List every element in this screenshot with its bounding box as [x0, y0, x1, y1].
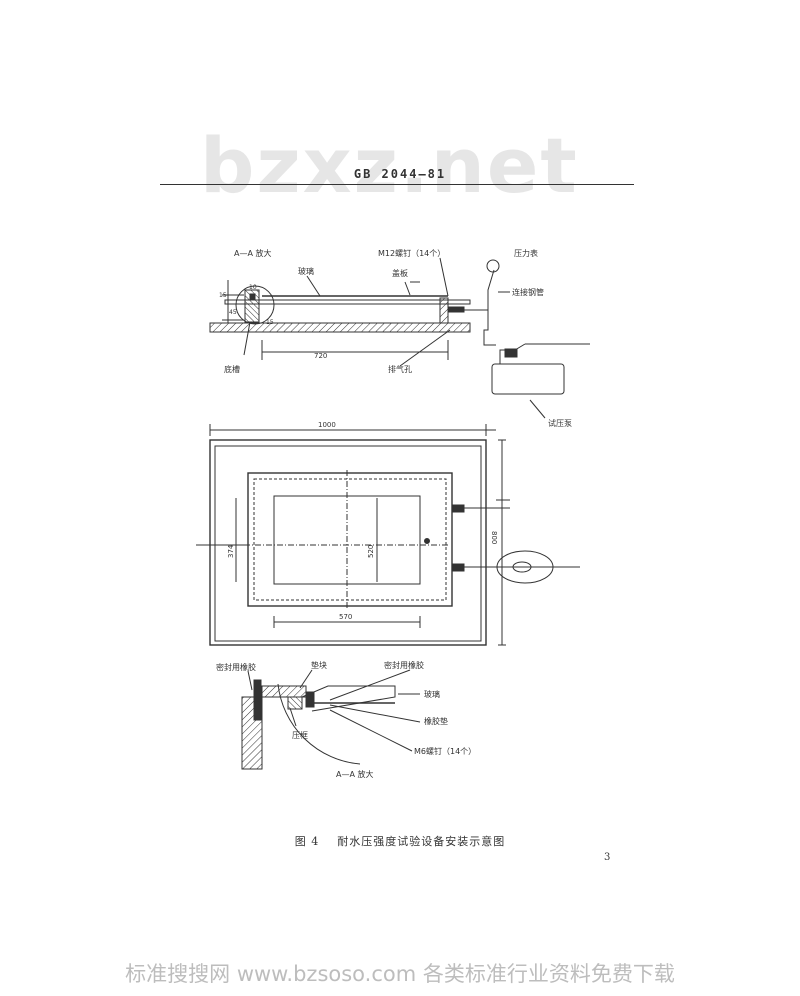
label-glass: 玻璃 — [298, 266, 314, 276]
plan-view — [196, 424, 580, 646]
label-bolt-bottom: M6螺钉（14个） — [414, 746, 476, 756]
label-connecting-pipe: 连接钢管 — [512, 287, 544, 297]
watermark-logo: bzxz.net — [200, 121, 579, 210]
footer-watermark: 标准搜搜网 www.bzsoso.com 各类标准行业资料免费下载 — [125, 962, 675, 986]
figure-title: 耐水压强度试验设备安装示意图 — [337, 835, 506, 848]
dim-15a: 15 — [219, 292, 227, 299]
label-section-aa-bottom: A—A 放大 — [336, 769, 374, 779]
header-rule — [160, 184, 634, 185]
label-bolt-top: M12螺钉（14个） — [378, 248, 445, 258]
label-rubber-pad: 橡胶垫 — [424, 716, 448, 726]
dim-1000: 1000 — [318, 421, 336, 429]
label-sealant-right: 密封用橡胶 — [384, 660, 424, 670]
label-base-tank: 底槽 — [224, 364, 240, 374]
standard-number: GB 2044—81 — [353, 167, 447, 181]
section-view-top — [209, 257, 590, 419]
dim-720: 720 — [314, 352, 327, 360]
label-vent-hole: 排气孔 — [388, 364, 412, 374]
dim-800: 800 — [490, 531, 498, 544]
label-gasket: 垫块 — [311, 660, 327, 670]
label-test-pump: 试压泵 — [548, 418, 572, 428]
dim-15b: 15 — [266, 319, 274, 326]
dim-45: 45 — [229, 309, 237, 316]
label-cover-plate: 盖板 — [392, 268, 408, 278]
label-clamp: 压框 — [292, 730, 308, 740]
label-pressure-gauge: 压力表 — [514, 248, 538, 258]
page-number: 3 — [604, 852, 611, 863]
figure-caption: 图 4 耐水压强度试验设备安装示意图 — [0, 833, 800, 849]
dim-10: 10 — [249, 284, 257, 291]
detail-view — [241, 669, 421, 770]
dim-520: 520 — [367, 545, 375, 558]
figure-number: 图 4 — [294, 835, 320, 848]
label-section-aa-top: A—A 放大 — [234, 248, 272, 258]
dim-374: 374 — [227, 544, 235, 558]
label-sealant-left: 密封用橡胶 — [216, 662, 256, 672]
dim-570: 570 — [339, 613, 352, 621]
label-glass-detail: 玻璃 — [424, 689, 440, 699]
